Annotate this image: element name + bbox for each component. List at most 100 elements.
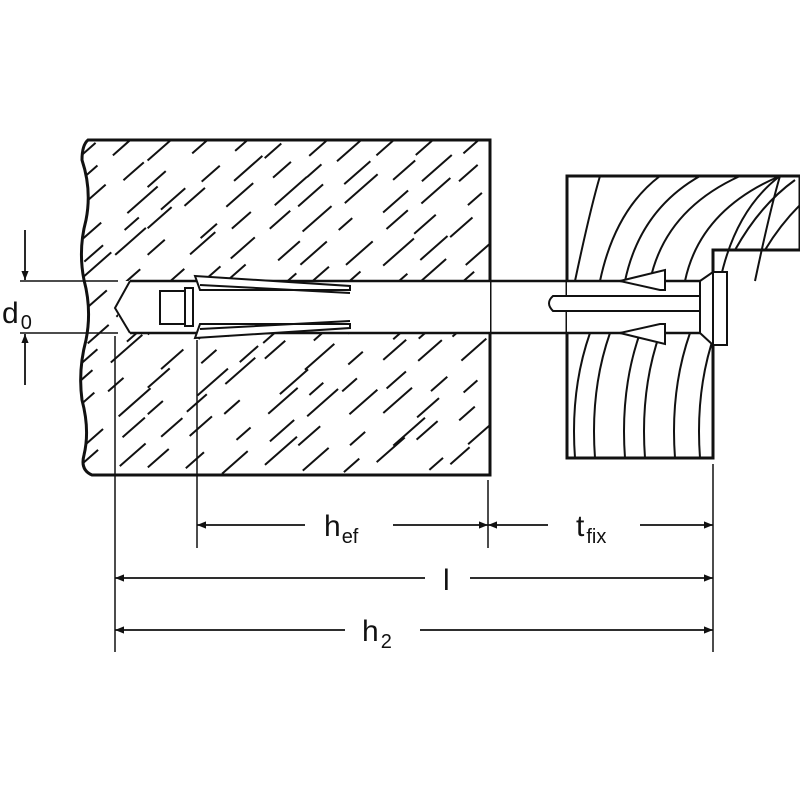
hatch-dash [221,450,249,475]
hatch-dash [83,244,104,263]
wood-grain [643,332,661,459]
hatch-dash [506,269,527,288]
hatch-dash [462,379,479,394]
hatch-dash [189,231,216,256]
hatch-dash [230,236,256,260]
hatch-dash [267,387,299,415]
hatch-dash [277,240,301,262]
hatch-dash [122,161,145,181]
hatch-dash [416,397,440,419]
wood-grain [684,175,781,282]
hatch-dash [301,205,333,233]
hatch-dash [224,356,256,385]
hatch-dash [185,451,205,469]
hatch-dash [233,155,264,182]
hatch-dash [146,170,167,188]
hatch-dash [415,140,441,156]
hatch-dash [382,237,415,267]
hatch-dash [347,350,364,366]
extension-lines [114,336,714,652]
hatch-dash [498,399,516,415]
hatch-dash [430,376,448,392]
hatch-dash [498,286,524,309]
wood-grain [599,175,661,282]
hatch-dash [306,388,339,417]
hatch-dash [308,140,327,157]
hatch-dash [189,415,213,437]
hatch-dash [382,386,413,414]
hatch-dash [336,140,371,163]
drill-tip [113,280,131,334]
wood-grain [623,332,641,459]
hatch-dash [112,140,137,157]
hatch-dash [264,339,286,360]
hatch-dash [496,415,525,440]
hatch-dash [119,442,147,467]
hatch-dash [235,426,252,441]
hatch-dash [87,324,110,345]
hatch-dash [297,425,321,447]
hatch-dash [421,154,453,183]
hatch-dash [231,211,252,230]
hatch-dash [304,343,335,371]
hatch-dash [467,192,483,206]
hatch-dash [341,377,358,393]
hatch-dash [345,240,374,266]
hatch-dash [146,206,173,230]
hatch-dash [508,450,522,462]
sleeve-slot [548,295,700,312]
hatch-dash [147,400,164,415]
hatch-dash [114,227,147,256]
wood-grain [624,175,701,282]
hatch-dash [392,159,416,181]
hatch-dash [107,377,125,393]
hatch-dash [382,189,409,214]
hatch-dash [264,435,298,466]
hatch-dash [146,238,166,256]
hatch-dash [272,161,292,179]
hatch-dash [160,417,184,438]
hatch-dash [491,187,518,211]
hatch-dash [348,388,379,416]
hatch-dash [200,349,218,365]
hatch-dash [376,436,406,463]
hatch-dash [460,337,487,362]
hatch-dash [449,446,471,465]
hatch-dash [508,139,526,155]
wood-grain [698,332,716,459]
hatch-dash [493,171,509,185]
hatch-dash [121,416,146,438]
wood-grain [764,204,800,251]
hatch-dash [147,448,170,469]
wood-grain [719,175,781,282]
hatch-dash [239,345,259,363]
hatch-dash [343,160,372,185]
hatch-dash [508,236,538,262]
hatch-dash [413,213,437,235]
wood-grain [573,332,591,459]
hatch-dash [415,420,439,441]
wood-grain [574,175,601,282]
hatch-dash [269,419,295,443]
wood-fixture [565,174,800,460]
hatch-dash [338,217,353,231]
hatch-dash [310,265,330,283]
hatch-dash [82,221,102,240]
hatch-dash [80,183,107,212]
hatch-dash [503,204,535,232]
hatch-dash [223,399,241,415]
hatch-dash [80,449,99,473]
hatch-dash [160,187,186,211]
hatch-dash [419,235,449,261]
hatch-dash [297,183,324,208]
hatch-dash [458,405,476,422]
hatch-dash [146,140,174,162]
wood-grain [673,332,691,459]
hatch-dash [449,216,474,238]
hatch-dash [343,457,360,473]
concrete-base [20,138,538,477]
hatch-dash [420,177,452,205]
